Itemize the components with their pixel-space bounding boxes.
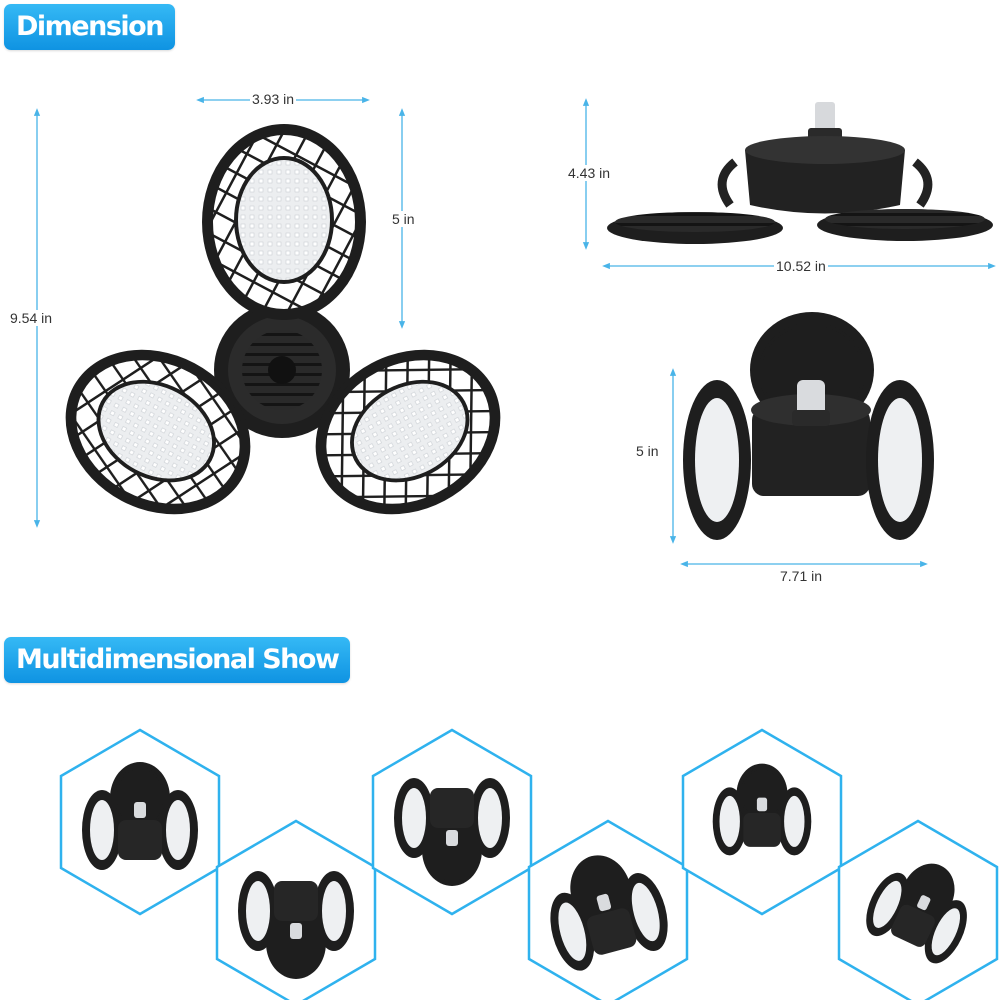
lamp-side-view xyxy=(607,102,993,244)
section-title-multidimensional: Multidimensional Show xyxy=(4,637,351,683)
dimension-side-width: 10.52 in xyxy=(774,258,828,274)
dimension-folded-width: 7.71 in xyxy=(778,568,825,584)
dimension-head-height: 5 in xyxy=(390,211,417,227)
hexagon-gallery xyxy=(59,728,999,1000)
dimension-side-height: 4.43 in xyxy=(566,165,613,181)
dimension-folded-height: 5 in xyxy=(634,443,661,459)
lamp-folded-view xyxy=(683,312,934,540)
lamp-front-view xyxy=(37,124,530,546)
dimension-total-height: 9.54 in xyxy=(8,310,55,326)
dimension-top-width: 3.93 in xyxy=(250,91,297,107)
section-title-dimension: Dimension xyxy=(4,4,175,50)
